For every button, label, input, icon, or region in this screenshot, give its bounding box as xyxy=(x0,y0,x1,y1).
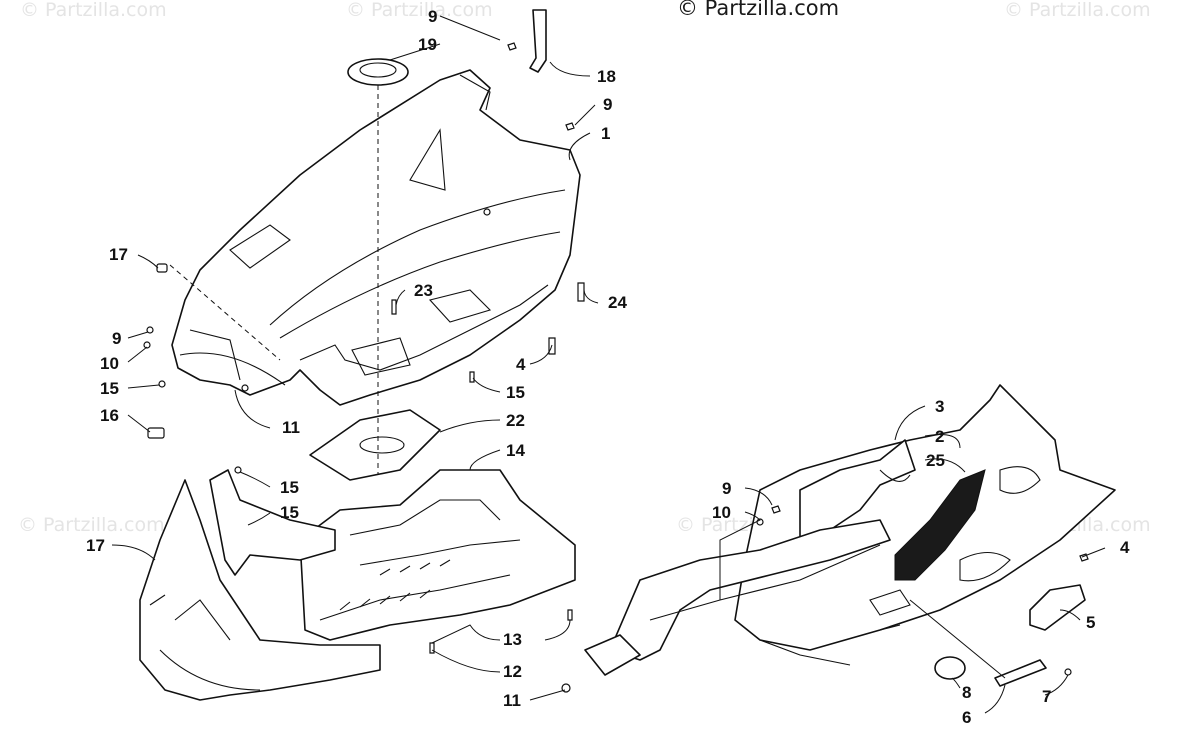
callout-12: 12 xyxy=(503,662,522,681)
callout-24: 24 xyxy=(608,293,627,312)
hardware-fasteners-right xyxy=(561,505,1089,693)
watermark-main: © Partzilla.com xyxy=(677,0,839,20)
callout-11-upper: 11 xyxy=(282,418,300,437)
callout-7: 7 xyxy=(1042,687,1051,706)
callout-3: 3 xyxy=(935,397,944,416)
callout-10-right: 10 xyxy=(712,503,731,522)
callout-10-left: 10 xyxy=(100,354,119,373)
callout-11-lower: 11 xyxy=(503,691,521,710)
callout-4-upper: 4 xyxy=(516,355,526,374)
callout-8: 8 xyxy=(962,683,971,702)
callout-15-left: 15 xyxy=(100,379,119,398)
callout-2: 2 xyxy=(935,427,944,446)
callout-17: 17 xyxy=(86,536,105,555)
watermark-mid-left: © Partzilla.com xyxy=(18,514,165,536)
callout-6: 6 xyxy=(962,708,971,727)
callout-15-center: 15 xyxy=(506,383,525,402)
callout-9-top: 9 xyxy=(428,7,437,26)
callout-13: 13 xyxy=(503,630,522,649)
callout-23: 23 xyxy=(414,281,433,300)
assembly-axis-line-19 xyxy=(169,264,281,361)
callout-15-lower: 15 xyxy=(280,478,299,497)
callout-21: 19 xyxy=(418,35,437,54)
callout-22: 22 xyxy=(506,411,525,430)
hardware-fasteners-lower xyxy=(429,609,573,654)
callout-labels: 9 19 18 9 1 17 23 24 4 15 9 10 15 16 11 … xyxy=(86,7,1130,727)
watermark-top-center: © Partzilla.com xyxy=(346,0,493,21)
part-22-mount-plate xyxy=(309,409,441,481)
watermark-top-right: © Partzilla.com xyxy=(1004,0,1151,21)
part-8-plug xyxy=(934,656,966,680)
callout-19: 17 xyxy=(109,245,128,264)
callout-1: 1 xyxy=(601,124,610,143)
part-20-bracket xyxy=(529,9,547,73)
part-17-nose-bumper xyxy=(139,479,381,701)
callout-25: 25 xyxy=(926,451,945,470)
callout-5: 5 xyxy=(1086,613,1095,632)
tunnel-rail xyxy=(584,519,891,676)
part-21-grommet xyxy=(347,58,409,86)
callout-18: 16 xyxy=(100,406,119,425)
leader-lines xyxy=(111,15,1106,714)
callout-9-upper-right: 9 xyxy=(603,95,612,114)
watermark-top-left: © Partzilla.com xyxy=(20,0,167,21)
callout-16: 15 xyxy=(280,503,299,522)
callout-14: 14 xyxy=(506,441,525,460)
part-16-deflector xyxy=(209,469,336,576)
hardware-fasteners-upper xyxy=(143,42,585,474)
part-14-lower-tray xyxy=(299,469,576,641)
callout-4-right: 4 xyxy=(1120,538,1130,557)
callout-20: 18 xyxy=(597,67,616,86)
callout-9-left: 9 xyxy=(112,329,121,348)
part-5-handle xyxy=(1029,584,1086,631)
part-1-body-panel xyxy=(171,69,581,406)
callout-9-right: 9 xyxy=(722,479,731,498)
part-6-reflector-strip xyxy=(994,659,1047,687)
part-2-side-panel xyxy=(734,384,1116,666)
